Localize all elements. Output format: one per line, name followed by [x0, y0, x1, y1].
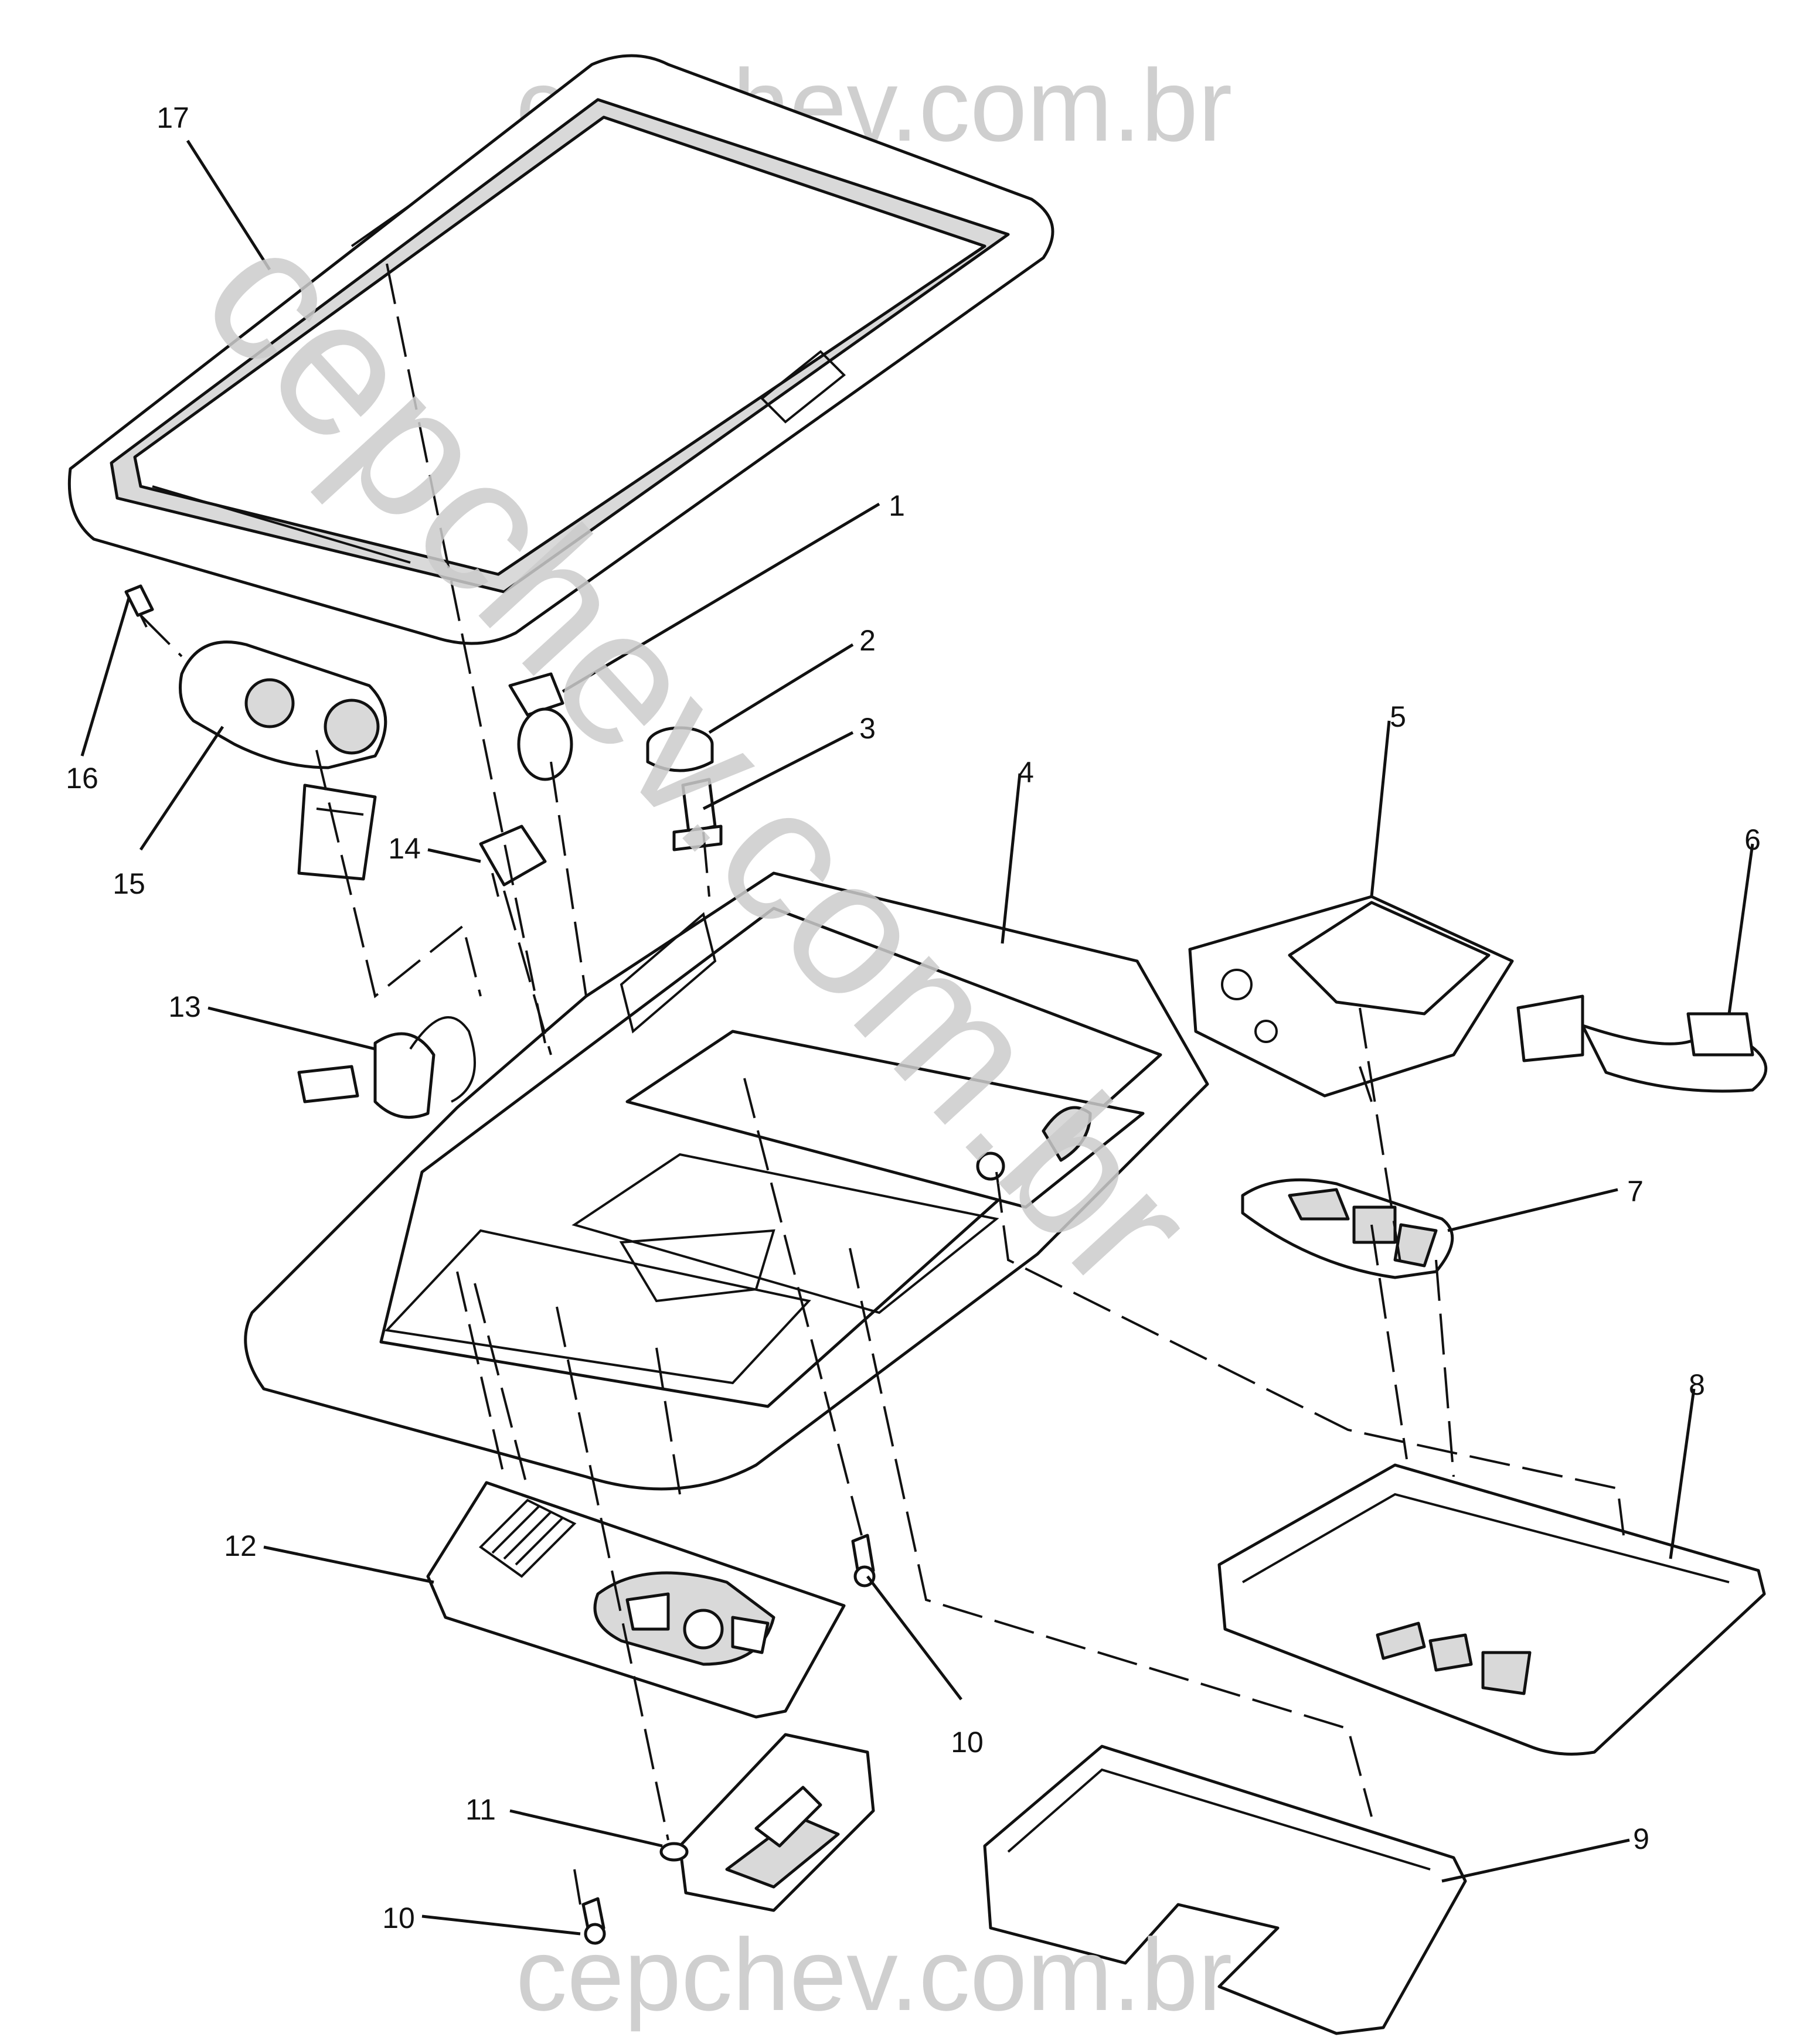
part-5-bracket: [1188, 895, 1514, 1102]
part-13-sensor: [297, 1016, 476, 1119]
part-10-screw-center: [851, 1534, 876, 1587]
callout-12: 12: [224, 1529, 257, 1562]
callout-10-bottom: 10: [382, 1902, 415, 1934]
part-17-headliner-frame: [67, 54, 1054, 645]
callout-8: 8: [1689, 1368, 1705, 1401]
part-3-retainer: [672, 778, 723, 851]
part-7-switch-bezel: [1241, 1178, 1454, 1279]
part-11-bracket: [659, 1733, 875, 1912]
callout-16: 16: [66, 762, 98, 795]
callout-17: 17: [156, 101, 189, 134]
callout-labels: 17 1 2 3 4 5 6 7 8 9 10 10 11 12 13 14 1…: [66, 101, 1761, 1934]
callout-5: 5: [1390, 700, 1406, 733]
part-8-cover-plate: [1217, 1463, 1766, 1756]
part-16-screw: [124, 584, 154, 628]
callout-7: 7: [1627, 1175, 1644, 1208]
callout-10-center: 10: [951, 1726, 984, 1759]
part-4-console-housing: [244, 871, 1209, 1491]
callout-3: 3: [859, 712, 876, 745]
callout-9: 9: [1633, 1822, 1649, 1855]
callout-14: 14: [388, 832, 421, 865]
callout-6: 6: [1744, 823, 1761, 856]
part-6-harness: [1516, 994, 1768, 1093]
callout-11: 11: [465, 1793, 496, 1826]
callout-15: 15: [113, 867, 145, 900]
callout-4: 4: [1018, 756, 1034, 789]
watermark-bottom: cepchev.com.br: [516, 1918, 1232, 2032]
part-9-trim-panel: [983, 1745, 1467, 2035]
callout-1: 1: [889, 489, 905, 522]
part-12-grille-cover: [426, 1481, 846, 1719]
part-1-bulb: [508, 672, 573, 781]
assembly-lines: [140, 263, 1625, 1905]
part-15-reading-lamp: [179, 641, 387, 881]
part-10-screw-bottom: [581, 1897, 606, 1945]
part-2-grommet: [646, 726, 714, 772]
part-14-clip: [479, 825, 547, 897]
callout-2: 2: [859, 624, 876, 657]
leader-lines: [80, 139, 1754, 1936]
callout-13: 13: [168, 990, 201, 1023]
